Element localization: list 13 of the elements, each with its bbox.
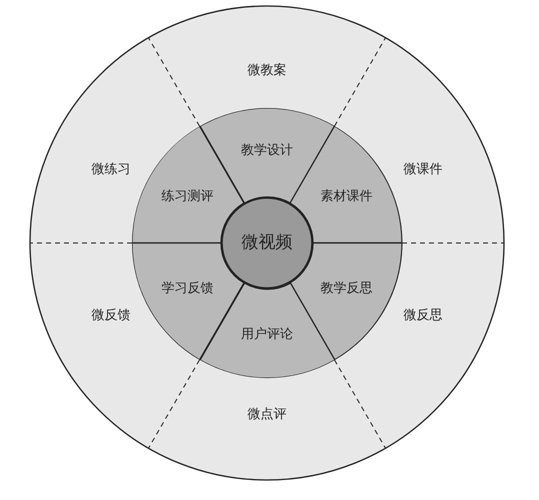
segment-label: 微教案	[248, 64, 286, 78]
center-label: 微视频	[242, 234, 292, 252]
segment-label: 练习测评	[161, 190, 214, 204]
segment-label: 微反馈	[92, 308, 131, 323]
segment-label: 教学设计	[241, 144, 293, 158]
segment-label: 教学反思	[320, 282, 373, 296]
segment-label: 学习反馈	[161, 282, 214, 296]
segment-label: 微练习	[92, 163, 131, 178]
segment-label: 素材课件	[320, 190, 373, 204]
segment-label: 微课件	[403, 163, 442, 178]
segment-label: 用户评论	[241, 328, 293, 342]
segment-label: 微反思	[403, 308, 442, 323]
segment-label: 微点评	[248, 408, 286, 422]
